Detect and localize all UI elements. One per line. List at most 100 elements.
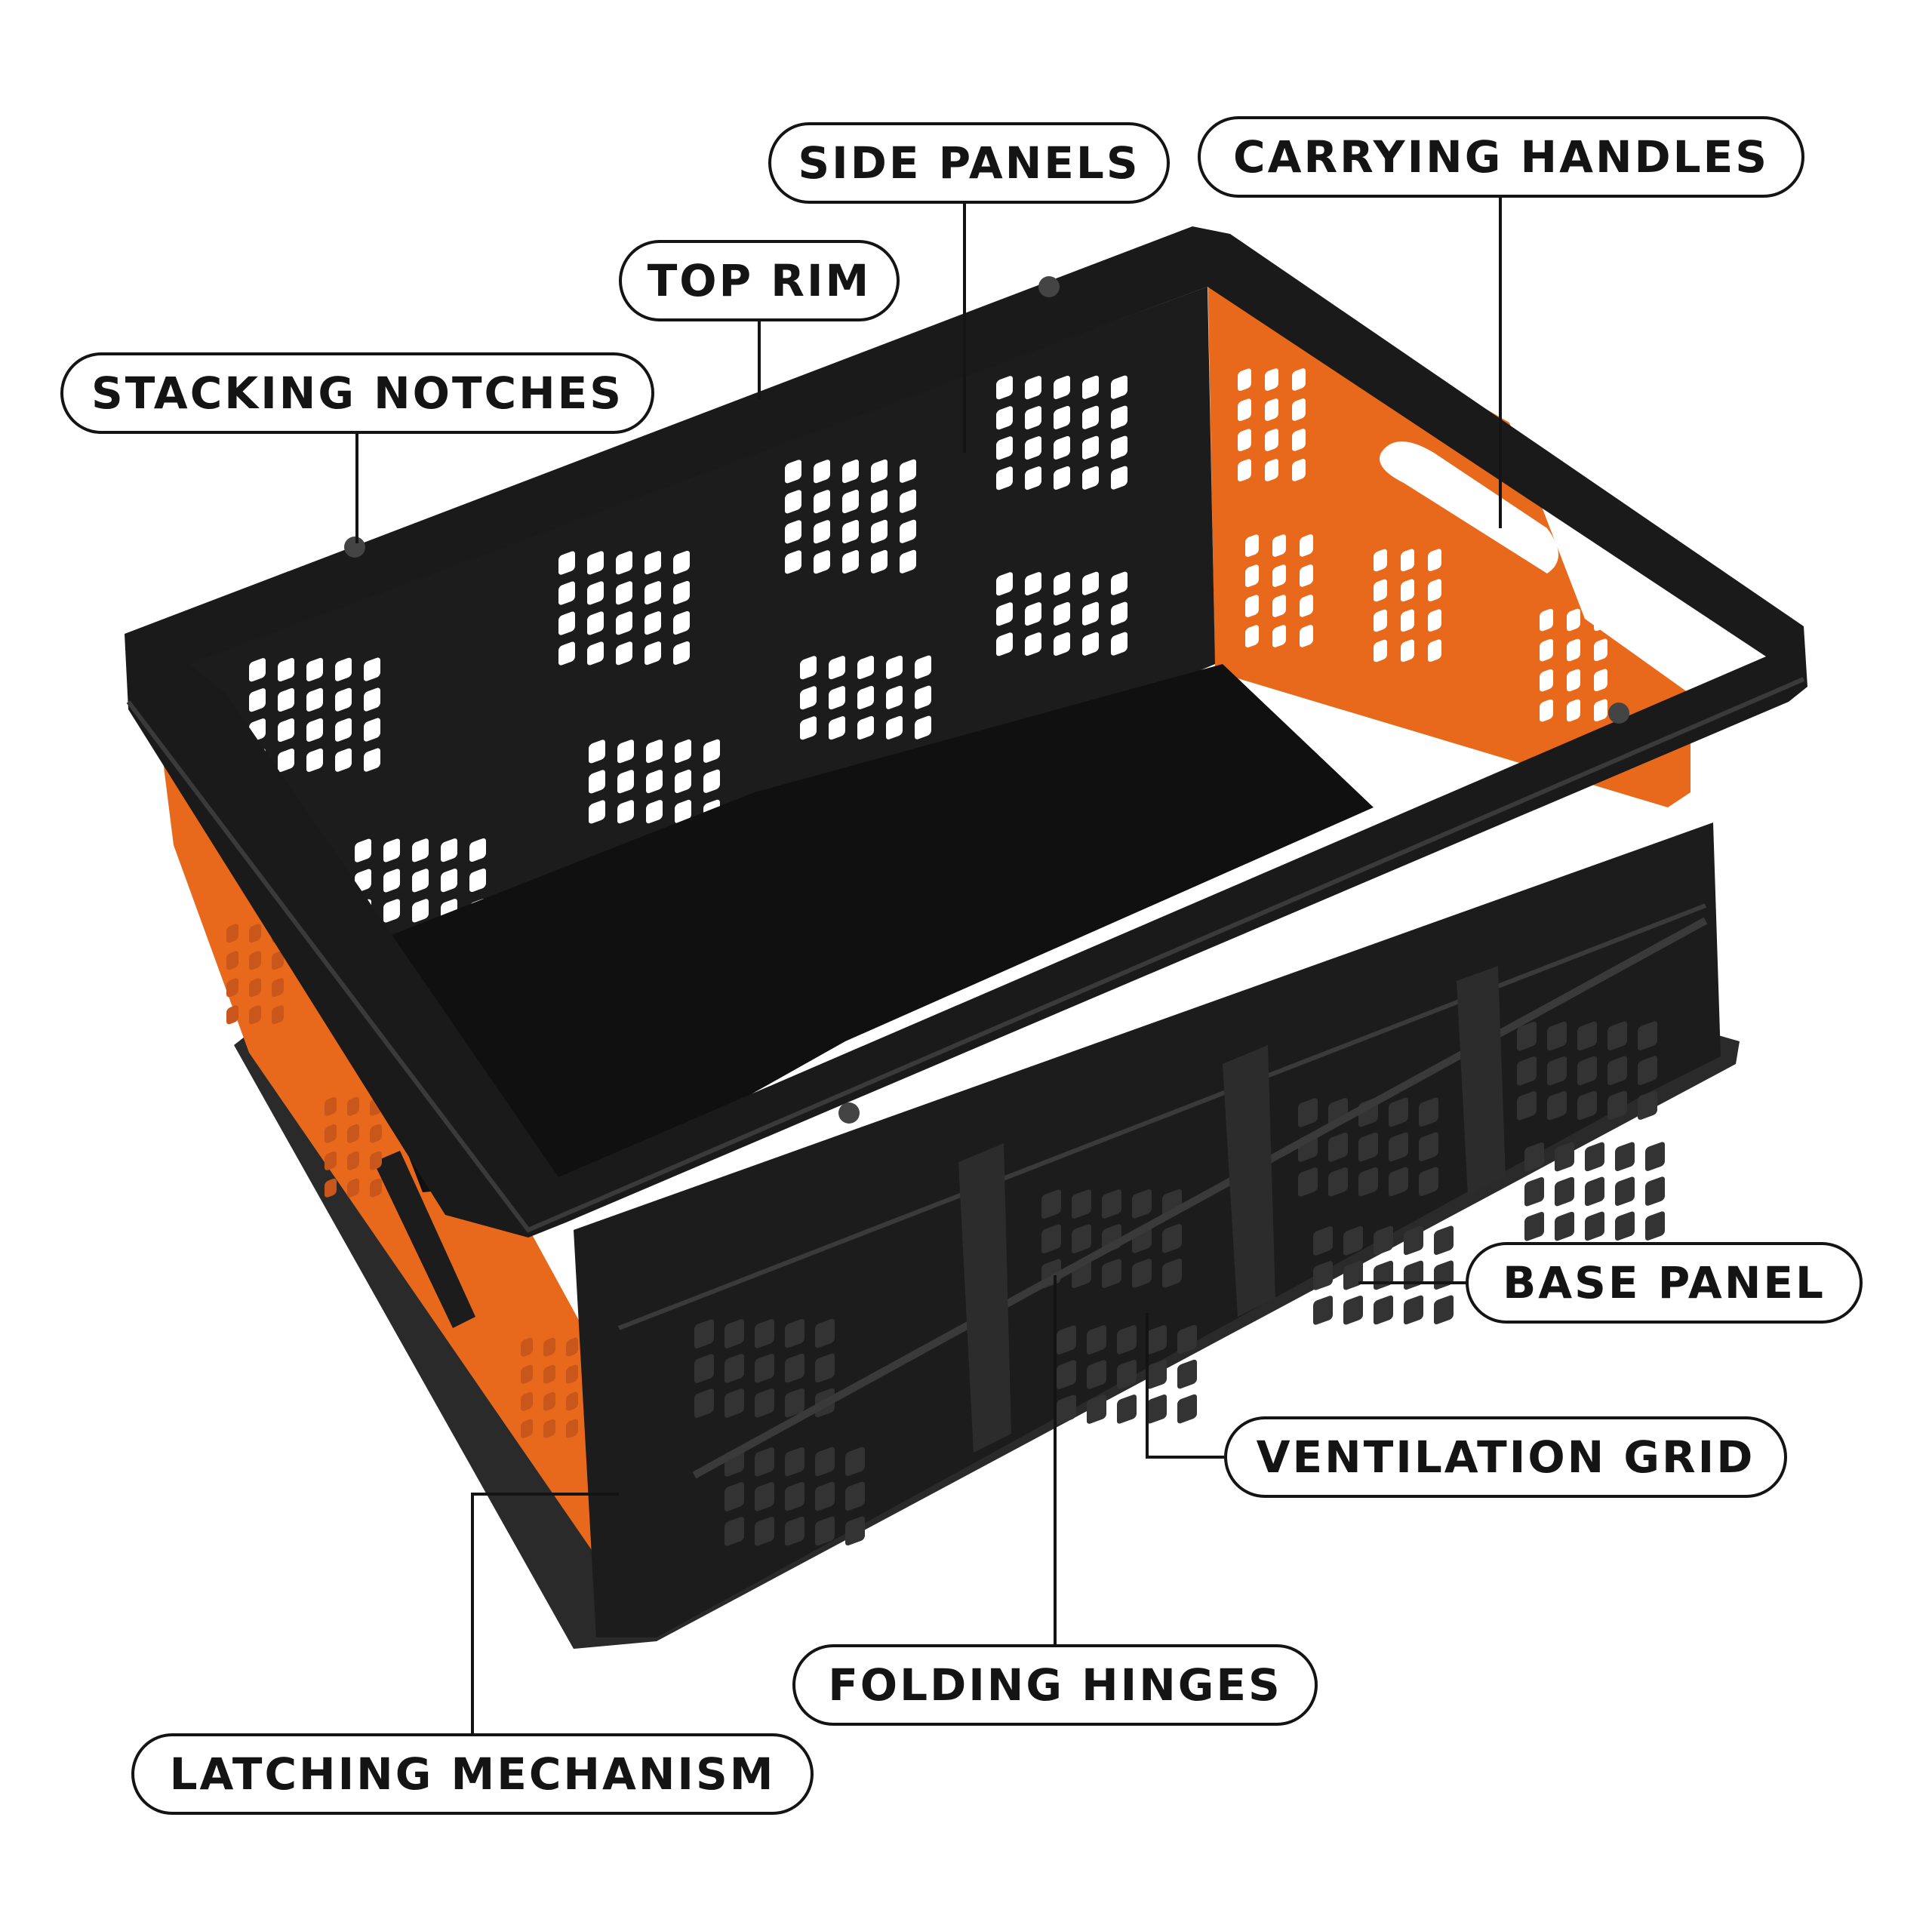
left-vent-hole [249, 951, 261, 970]
front-vent-hole [1102, 1259, 1121, 1288]
leader-ventilation-grid [1146, 1313, 1224, 1459]
back-vent-hole [1111, 466, 1128, 490]
back-vent-hole [306, 687, 323, 712]
back-vent-hole [829, 716, 845, 740]
front-vent-hole [1404, 1225, 1423, 1256]
back-vent-hole [1054, 375, 1070, 399]
back-vent-hole [1111, 571, 1128, 595]
back-vent-hole [587, 611, 604, 635]
back-vent-hole [645, 641, 661, 666]
back-vent-hole [871, 459, 888, 483]
front-vent-hole [785, 1447, 804, 1477]
back-vent-hole [587, 551, 604, 575]
front-vent-hole [694, 1388, 714, 1418]
back-vent-hole [249, 658, 266, 682]
left-vent-hole [347, 1096, 359, 1116]
right-vent-hole [1245, 625, 1259, 647]
right-vent-hole [1401, 579, 1414, 602]
right-vent-hole [1245, 534, 1259, 557]
right-vent-hole [1374, 579, 1387, 602]
back-vent-hole [558, 551, 575, 575]
back-vent-hole [703, 739, 720, 763]
left-vent-hole [543, 1364, 555, 1384]
leader-lines [355, 198, 1502, 1733]
back-vent-hole [785, 460, 801, 484]
back-vent-hole [587, 581, 604, 605]
front-vent-hole [1298, 1098, 1318, 1127]
back-vent-hole [842, 460, 859, 484]
back-vent-hole [886, 685, 903, 709]
back-vent-hole [900, 549, 916, 573]
back-vent-hole [355, 869, 371, 893]
front-vent-hole [1547, 1090, 1567, 1121]
back-vent-hole [616, 641, 632, 666]
front-post-1 [958, 1143, 1011, 1453]
back-vent-hole [1082, 435, 1099, 460]
right-vent-hole [1540, 638, 1553, 662]
left-vent-hole [325, 1124, 337, 1143]
front-vent-hole [1072, 1224, 1091, 1253]
front-vent-hole [1177, 1394, 1197, 1424]
label-carrying-handles: CARRYING HANDLES [1198, 116, 1804, 198]
front-vent-hole [724, 1319, 744, 1348]
left-end-vent-holes [226, 924, 578, 1438]
back-vent-hole [1054, 435, 1070, 460]
front-vent-hole [1585, 1176, 1604, 1207]
front-vent-hole [785, 1318, 804, 1348]
right-vent-hole [1374, 639, 1387, 663]
back-vent-hole [558, 581, 575, 605]
right-vent-hole [1540, 669, 1553, 692]
right-vent-hole [1265, 429, 1278, 451]
front-vent-hole [1434, 1260, 1454, 1290]
back-vent-hole [306, 657, 323, 681]
label-folding-hinges: FOLDING HINGES [792, 1644, 1318, 1726]
back-vent-hole [1111, 632, 1128, 656]
right-vent-hole [1401, 639, 1414, 663]
back-vent-hole [800, 656, 817, 680]
back-vent-hole [857, 655, 874, 679]
back-vent-hole [814, 550, 830, 574]
right-vent-hole [1300, 595, 1313, 617]
back-vent-hole [675, 769, 691, 793]
front-vent-hole [694, 1319, 714, 1348]
front-vent-hole [1547, 1056, 1567, 1086]
front-vent-hole [724, 1354, 744, 1383]
left-vent-hole [521, 1419, 533, 1438]
right-vent-hole [1272, 625, 1286, 647]
right-vent-hole [1401, 549, 1414, 572]
front-vent-hole [1057, 1360, 1076, 1389]
back-vent-hole [1082, 405, 1099, 429]
right-vent-hole [1245, 595, 1259, 617]
back-vent-hole [814, 490, 830, 514]
left-vent-hole [521, 1337, 533, 1357]
back-vent-hole [306, 718, 323, 742]
back-vent-hole [364, 718, 380, 742]
back-vent-hole [673, 610, 690, 635]
back-vent-hole [646, 739, 663, 764]
front-vent-hole [1524, 1177, 1544, 1207]
back-vent-hole [785, 520, 801, 544]
front-vent-hole [1298, 1167, 1318, 1197]
left-vent-hole [272, 978, 284, 998]
front-vent-hole [815, 1481, 835, 1511]
front-vent-hole [1607, 1090, 1627, 1121]
right-end-panel [1208, 257, 1690, 807]
front-vent-hole [785, 1516, 804, 1546]
back-vent-hole [785, 490, 801, 514]
label-base-panel: BASE PANEL [1466, 1242, 1863, 1324]
front-vent-hole [1585, 1142, 1604, 1172]
stacking-notch-4 [838, 1102, 860, 1124]
front-vent-hole [1389, 1097, 1408, 1127]
stacking-notch-2 [1038, 276, 1060, 297]
front-vent-hole [1638, 1056, 1657, 1085]
back-vent-hole [871, 519, 888, 543]
back-vent-hole [871, 549, 888, 573]
back-vent-hole [412, 899, 429, 923]
front-vent-hole [1117, 1325, 1137, 1354]
right-vent-hole [1594, 608, 1607, 632]
front-vent-hole [1419, 1132, 1438, 1162]
back-vent-hole [1082, 466, 1099, 490]
back-vent-hole [814, 460, 830, 484]
right-vent-hole [1300, 534, 1313, 557]
